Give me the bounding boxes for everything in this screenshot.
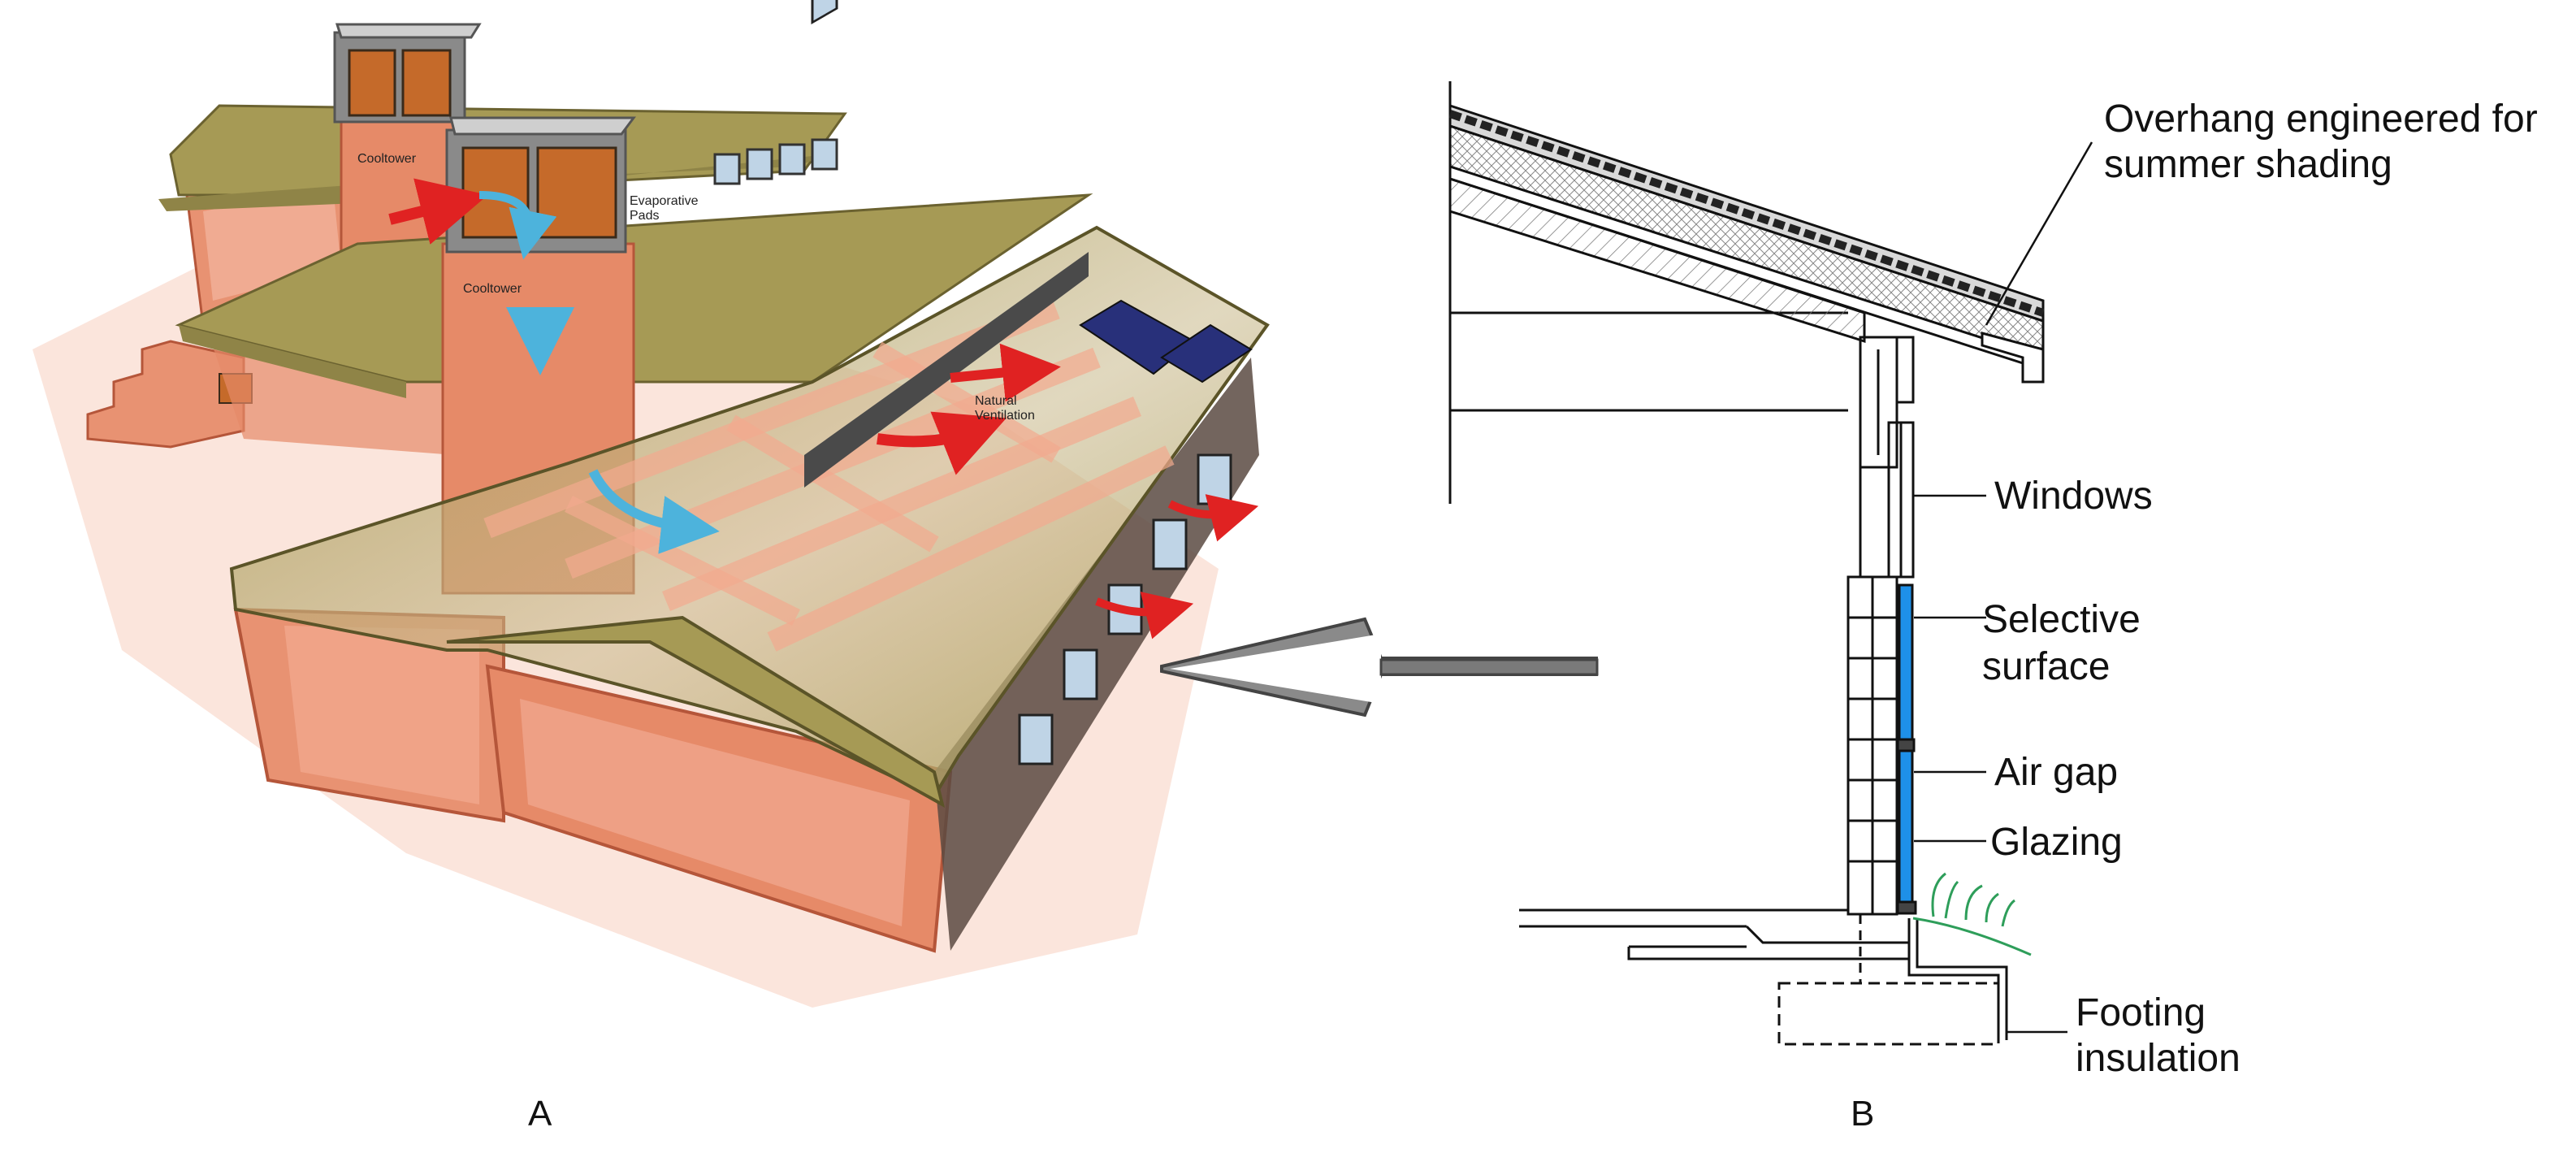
callout-overhang: Overhang engineered for — [2104, 98, 2538, 141]
grass — [1912, 872, 2032, 956]
callout-leaders — [1913, 141, 2093, 1034]
hot-air-arrow-1 — [388, 178, 488, 245]
callout-windows: Windows — [1994, 475, 2153, 518]
panel-a-building: Cooltower Cooltower Evaporative Pads — [32, 0, 1270, 1008]
natural-ventilation-tag-2: Ventilation — [975, 409, 1035, 423]
airflow-arrows — [388, 178, 1259, 640]
hot-air-arrow-4 — [1167, 494, 1259, 542]
cool-air-arrow-1 — [478, 191, 557, 260]
back-windows — [713, 138, 838, 185]
panel-b-label: B — [1851, 1094, 1874, 1134]
hot-air-arrow-2 — [950, 343, 1061, 402]
solar-panels — [1079, 299, 1253, 384]
callout-overhang-2: summer shading — [2104, 143, 2392, 186]
hot-air-arrow-5 — [1095, 592, 1194, 640]
cooltower-front-tag: Cooltower — [463, 282, 522, 296]
floor-and-footing — [1519, 908, 2008, 1046]
panel-a-label: A — [528, 1094, 552, 1134]
callout-selective-surface-2: surface — [1982, 645, 2110, 688]
panel-b-callouts: Overhang engineered for summer shading W… — [1982, 98, 2538, 1080]
panel-b-section — [1448, 81, 2093, 1046]
natural-ventilation-tag: Natural — [975, 394, 1017, 408]
pointer-arrow — [1160, 617, 1599, 718]
wall-framing — [1859, 336, 1915, 579]
clerestory-windows — [804, 0, 1089, 488]
callout-glazing: Glazing — [1990, 821, 2123, 864]
callout-footing-insulation: Footing — [2076, 991, 2206, 1034]
hot-air-arrow-3 — [877, 411, 1007, 475]
cooltower-back-tag: Cooltower — [357, 152, 417, 166]
evaporative-pads-tag-2: Pads — [630, 209, 659, 223]
evaporative-pads-tag: Evaporative — [630, 194, 699, 208]
masonry-wall — [1846, 575, 1917, 916]
cool-air-arrow-3 — [588, 469, 720, 554]
callout-selective-surface: Selective — [1982, 598, 2141, 641]
callout-air-gap: Air gap — [1994, 751, 2118, 794]
roof-assembly — [1448, 103, 2045, 384]
callout-footing-insulation-2: insulation — [2076, 1037, 2240, 1080]
